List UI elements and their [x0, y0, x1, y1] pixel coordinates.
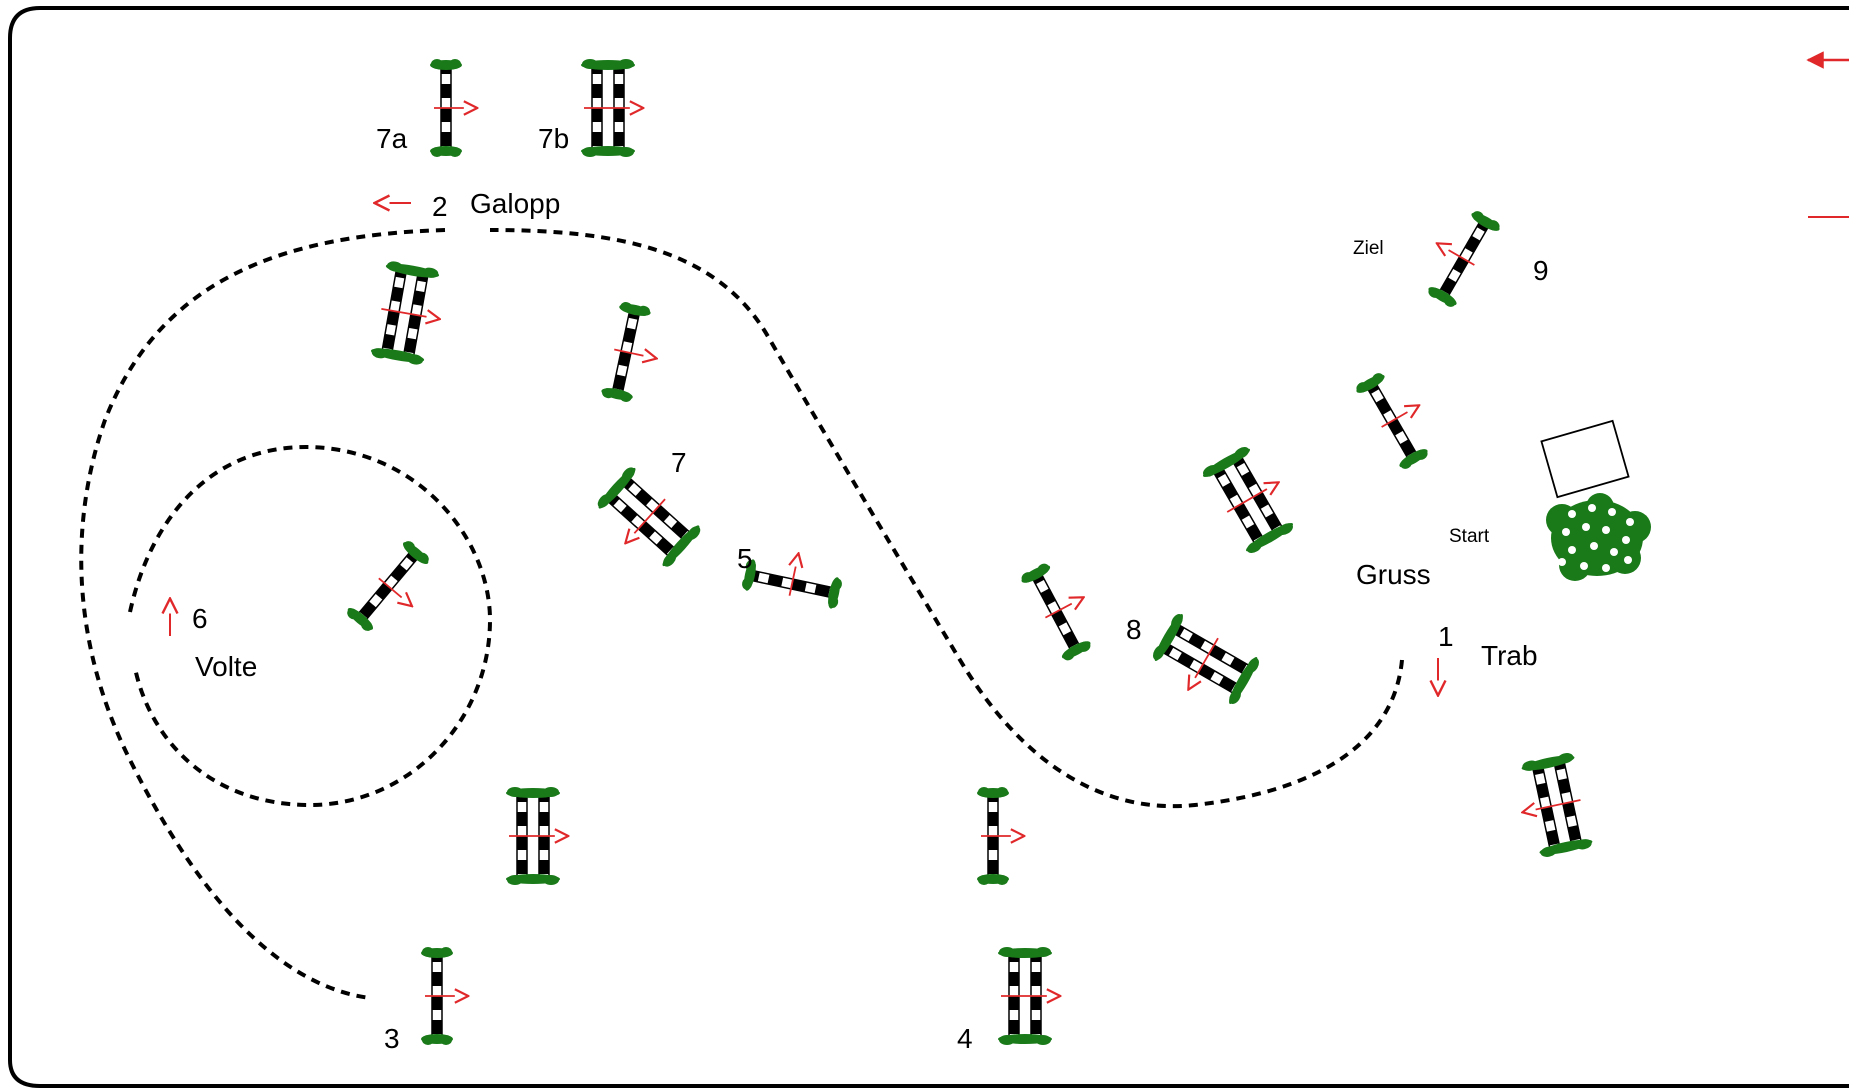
label-start: Start	[1449, 526, 1490, 547]
jump-oxer-lower-right	[1514, 751, 1594, 860]
label-galopp: Galopp	[470, 188, 560, 219]
jump-vertical-lower-mid	[977, 787, 1023, 885]
label-jump-7a: 7a	[376, 123, 408, 154]
label-jump-4: 4	[957, 1023, 973, 1054]
jump-8	[1147, 611, 1262, 713]
jump-4	[998, 947, 1059, 1045]
judge-box-icon	[1540, 419, 1630, 499]
label-jump-7b: 7b	[538, 123, 569, 154]
jump-7b	[581, 59, 642, 157]
jump-7	[590, 464, 704, 575]
jump-3	[421, 947, 467, 1045]
label-jump-8: 8	[1126, 614, 1142, 645]
label-jump-5: 5	[737, 543, 753, 574]
flower-bush-icon	[1546, 493, 1651, 581]
arena-border	[8, 6, 1849, 1088]
label-jump-9: 9	[1533, 255, 1549, 286]
jump-vertical-mid-right	[1019, 555, 1106, 663]
label-volte: Volte	[195, 651, 257, 682]
label-gruss: Gruss	[1356, 559, 1431, 590]
label-jump-2: 2	[432, 191, 448, 222]
label-trab: Trab	[1481, 640, 1538, 671]
jump-5	[741, 544, 846, 609]
label-jump-7: 7	[671, 447, 687, 478]
label-ziel: Ziel	[1353, 238, 1384, 259]
jump-vertical-right	[1354, 364, 1443, 472]
jump-vertical-upper-mid	[600, 301, 665, 406]
jump-7a	[430, 59, 476, 157]
label-jump-6: 6	[192, 603, 208, 634]
riding-path	[79, 228, 1404, 1000]
label-jump-3: 3	[384, 1023, 400, 1054]
jump-9	[1414, 202, 1503, 310]
label-jump-1: 1	[1438, 621, 1454, 652]
jump-oxer-lower-left	[506, 787, 567, 885]
jump-oxer-upper-left	[370, 260, 447, 367]
jump-6-volte-centre	[344, 538, 442, 643]
jump-oxer-right	[1200, 441, 1302, 556]
